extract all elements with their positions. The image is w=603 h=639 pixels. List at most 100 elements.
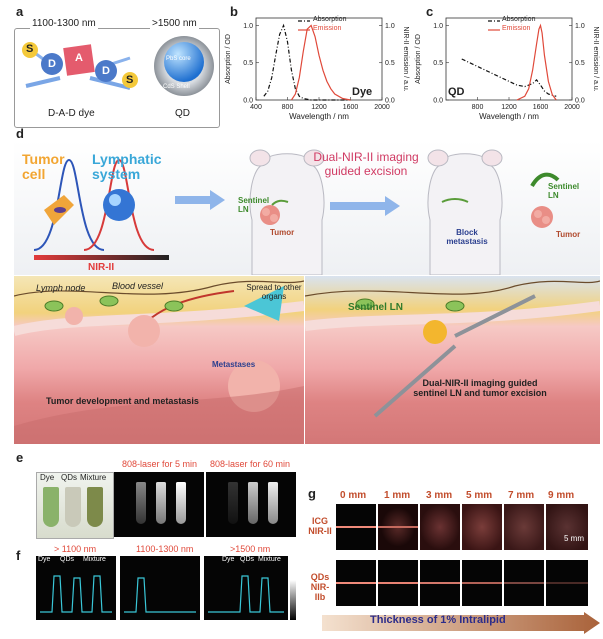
- end-left: [22, 42, 38, 58]
- depth-5: 5 mm: [466, 490, 493, 501]
- chart-b-tag: Dye: [352, 86, 373, 98]
- chart-b-series-absorption: [263, 23, 351, 101]
- chart-b-ytick-label-2: 1.0: [243, 23, 253, 30]
- chart-c-xtick-label-1: 1200: [501, 104, 517, 111]
- letter-d-2: D: [102, 65, 110, 77]
- tissue-left-detail: [14, 280, 304, 444]
- spread-label: Spread to other organs: [246, 283, 302, 301]
- sentinel-ln-label: Sentinel LN: [348, 302, 404, 313]
- panel-e-label: e: [16, 450, 24, 465]
- tissue-right-detail: [305, 280, 600, 418]
- qds-row: [336, 560, 588, 606]
- chart-c-series-absorption: [461, 58, 557, 97]
- laser5-label: 808-laser for 5 min: [122, 459, 198, 469]
- chart-b-ytick-label-0: 0.0: [243, 98, 253, 105]
- chart-c-ylabel: Absorption / OD: [415, 34, 422, 84]
- chart-c-xtick-label-2: 1600: [533, 104, 549, 111]
- filter-image-3: [204, 556, 288, 620]
- icg-row: [336, 504, 588, 550]
- laser60-label: 808-laser for 60 min: [210, 459, 291, 469]
- dye-letters: S D A D S: [20, 36, 140, 104]
- panel-a-qd-range: >1500 nm: [150, 18, 199, 29]
- chart-c-xtick-label-0: 800: [472, 104, 484, 111]
- chart-c-ytick-label-1: 0.5: [433, 60, 443, 67]
- chart-c-xlabel: Wavelength / nm: [479, 112, 539, 121]
- chart-b-y2tick-label-1: 0.5: [385, 60, 395, 67]
- chart-c-ytick-label-2: 1.0: [433, 23, 443, 30]
- letter-d-1: D: [48, 58, 56, 70]
- dye-caption: D-A-D dye: [48, 108, 95, 119]
- row-label-qds: QDs NIR-IIb: [310, 572, 330, 602]
- thickness-arrow: [322, 612, 600, 634]
- laser5-image: [114, 472, 204, 537]
- filter-image-2: [120, 556, 200, 620]
- depth-9: 9 mm: [548, 490, 575, 501]
- filter-label-2: 1100-1300 nm: [136, 544, 194, 554]
- filter-label-3: >1500 nm: [230, 544, 271, 554]
- chart-b-xtick-label-2: 1200: [311, 104, 327, 111]
- excised-sentinel: [530, 172, 560, 188]
- f-label-qds-3: QDs: [240, 556, 254, 563]
- panel-f-label: f: [16, 548, 21, 563]
- nir-curves: [33, 158, 155, 251]
- chart-b-xtick-label-1: 800: [282, 104, 294, 111]
- depth-7: 7 mm: [508, 490, 535, 501]
- chart-b-ytick-label-1: 0.5: [243, 60, 253, 67]
- chart-b-y2tick-label-0: 0.0: [385, 98, 395, 105]
- quantum-dot-illustration: [154, 36, 214, 96]
- sentinel-label-1: Sentinel LN: [238, 196, 270, 214]
- chart-b-xtick-label-4: 2000: [374, 104, 390, 111]
- nir-bar: [34, 255, 169, 260]
- panel-g-label: g: [308, 486, 316, 501]
- intensity-colorbar: [290, 580, 296, 620]
- chart-c-legend-emission: Emission: [502, 25, 531, 32]
- dual-nir-title: Dual-NIR-II imaging guided excision: [313, 150, 419, 178]
- f-label-dye-3: Dye: [222, 556, 235, 563]
- chart-b-xtick-label-3: 1600: [343, 104, 359, 111]
- depth-1: 1 mm: [384, 490, 411, 501]
- tumor-dev-label: Tumor development and metastasis: [46, 396, 199, 406]
- chart-c-tag: QD: [448, 86, 465, 98]
- chart-b-ylabel: Absorption / OD: [225, 34, 232, 84]
- f-label-mix-3: Mixture: [258, 556, 281, 563]
- qd-core-label: PbS core: [166, 56, 191, 62]
- filter-label-1: > 1100 nm: [54, 544, 97, 554]
- chart-c-series-emission: [516, 23, 557, 101]
- donor-right: [95, 60, 117, 82]
- mouse-1: [249, 149, 325, 275]
- chart-c-y2tick-label-2: 1.0: [575, 23, 585, 30]
- f-label-qds-1: QDs: [60, 556, 74, 563]
- depth-3: 3 mm: [426, 490, 453, 501]
- chart-c-y2tick-label-0: 0.0: [575, 98, 585, 105]
- vial-label-mixture: Mixture: [80, 473, 107, 482]
- nir-label: NIR-II: [88, 262, 115, 273]
- chart-c-legend-absorption: Absorption: [502, 16, 536, 23]
- row-label-icg: ICG NIR-II: [308, 516, 332, 536]
- metastases-label: Metastases: [212, 360, 256, 369]
- depth-0: 0 mm: [340, 490, 367, 501]
- chart-b-legend-absorption: Absorption: [313, 16, 347, 23]
- blood-vessel-label: Blood vessel: [112, 281, 164, 291]
- chart-b-series-emission: [290, 24, 351, 101]
- panel-c-label: c: [426, 4, 434, 19]
- tumor-cell-label: Tumor cell: [22, 151, 65, 182]
- excision-label: Dual-NIR-II imaging guided sentinel LN a…: [413, 378, 547, 398]
- letter-s-2: S: [126, 74, 134, 86]
- laser60-image: [206, 472, 296, 537]
- panel-a-label: a: [16, 4, 24, 19]
- vial-label-qds: QDs: [61, 473, 77, 482]
- chart-b-y2label: NIR-II emission / a.u.: [402, 26, 409, 91]
- tumor-label-1: Tumor: [270, 228, 295, 237]
- lymphatic-label: Lymphatic system: [92, 151, 162, 182]
- mouse-2: [427, 149, 503, 275]
- sentinel-label-2: Sentinel LN: [548, 182, 580, 200]
- chart-c-xtick-label-3: 2000: [564, 104, 580, 111]
- arrow-2: [330, 196, 400, 216]
- acceptor-block: [63, 44, 95, 76]
- chart-c-y2label: NIR-II emission / a.u.: [592, 26, 599, 91]
- chart-b-y2tick-label-2: 1.0: [385, 23, 395, 30]
- dad-dye-illustration: [22, 42, 138, 90]
- thickness-label: Thickness of 1% Intralipid: [370, 614, 506, 626]
- tumor-label-2: Tumor: [556, 230, 581, 239]
